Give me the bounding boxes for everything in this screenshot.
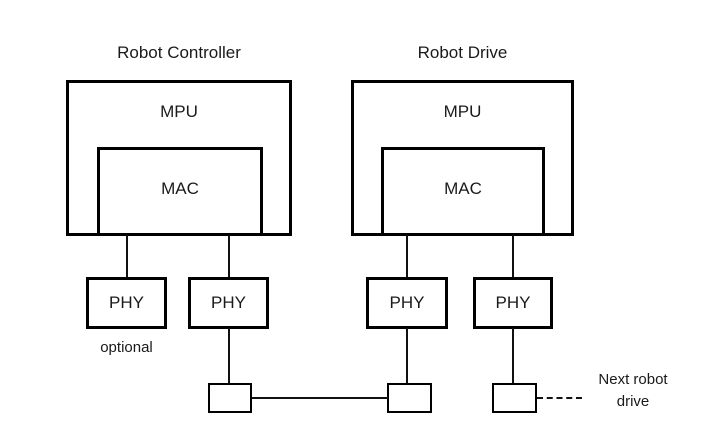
connector-mac-to-phy-2 — [228, 235, 230, 278]
connector-mac-to-phy-1 — [126, 235, 128, 278]
mpu-label-robot-drive: MPU — [443, 102, 482, 121]
cable-port-1-to-port-2 — [252, 397, 388, 399]
next-robot-drive-label: Next robot drive — [598, 371, 668, 410]
phy-label-3: PHY — [389, 293, 425, 312]
port-box-2 — [387, 383, 432, 413]
group-title-robot-drive: Robot Drive — [417, 43, 508, 62]
mpu-label-robot-controller: MPU — [160, 102, 198, 121]
connector-phy-4-to-port-3 — [512, 328, 514, 384]
phy-box-2 — [188, 277, 269, 329]
phy-label-1: PHY — [109, 293, 144, 312]
phy-box-3 — [366, 277, 448, 329]
phy-label-2: PHY — [211, 293, 246, 312]
connector-mac-to-phy-4 — [512, 235, 514, 278]
phy-label-4: PHY — [495, 293, 531, 312]
port-box-3 — [492, 383, 537, 413]
cable-dashed-next-robot-drive — [537, 397, 582, 399]
mac-label-robot-drive: MAC — [444, 179, 482, 198]
phy-box-1 — [86, 277, 167, 329]
mac-box-robot-controller — [97, 147, 263, 236]
phy-box-4 — [473, 277, 553, 329]
connector-phy-2-to-port-1 — [228, 328, 230, 384]
group-title-robot-controller: Robot Controller — [117, 43, 241, 62]
connector-mac-to-phy-3 — [406, 235, 408, 278]
mac-label-robot-controller: MAC — [161, 179, 199, 198]
port-box-1 — [208, 383, 252, 413]
optional-note-label: optional — [100, 339, 153, 356]
connector-phy-3-to-port-2 — [406, 328, 408, 384]
mac-box-robot-drive — [381, 147, 545, 236]
